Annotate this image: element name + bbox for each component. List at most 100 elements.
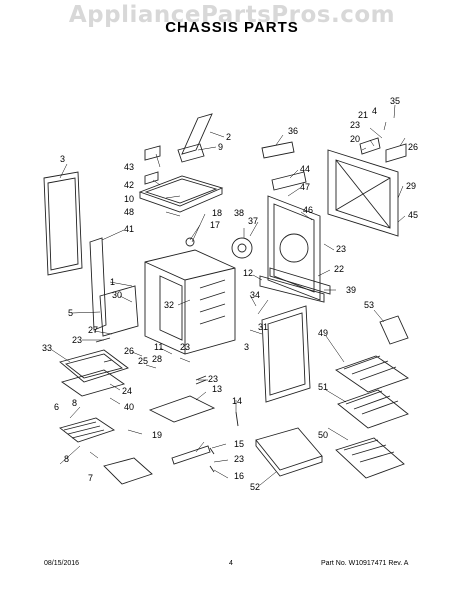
callout-10: 10 — [124, 194, 134, 204]
heat-shield — [103, 457, 153, 485]
callout-20: 20 — [350, 134, 360, 144]
callout-12: 12 — [243, 268, 253, 278]
callout-19: 19 — [152, 430, 162, 440]
callout-45: 45 — [408, 210, 418, 220]
watermark: AppliancePartsPros.com — [68, 2, 396, 28]
bottom-pan — [60, 369, 126, 397]
convection-fan — [231, 237, 253, 259]
callout-15: 15 — [234, 439, 244, 449]
callout-38: 38 — [234, 208, 244, 218]
screws — [95, 337, 239, 473]
callout-23b: 23 — [336, 244, 346, 254]
control-bracket — [177, 113, 213, 163]
back-panel — [327, 149, 399, 237]
bracket-43 — [144, 145, 161, 161]
callout-35: 35 — [390, 96, 400, 106]
callout-43: 43 — [124, 162, 134, 172]
right-side-panel — [261, 305, 311, 403]
callout-22: 22 — [334, 264, 344, 274]
callout-49: 49 — [318, 328, 328, 338]
callout-25: 25 — [138, 356, 148, 366]
callout-37: 37 — [248, 216, 258, 226]
insulation-36 — [261, 141, 295, 159]
callout-46: 46 — [303, 205, 313, 215]
oven-cavity — [144, 249, 236, 355]
callout-34: 34 — [250, 290, 260, 300]
oven-rack-50 — [335, 437, 405, 479]
storage-drawer — [255, 427, 323, 477]
rear-panel — [267, 195, 321, 301]
bottom-tray — [148, 395, 216, 423]
callout-3b: 3 — [244, 342, 249, 352]
callout-14: 14 — [232, 396, 242, 406]
callout-26: 26 — [408, 142, 418, 152]
bake-element — [59, 417, 116, 443]
callout-27: 27 — [88, 325, 98, 335]
footer-part-number: Part No. W10917471 Rev. A — [321, 560, 409, 567]
page-title: CHASSIS PARTS — [165, 19, 299, 36]
callout-48: 48 — [124, 207, 134, 217]
callout-2: 2 — [226, 132, 231, 142]
callout-5: 5 — [68, 308, 73, 318]
callout-47: 47 — [300, 182, 310, 192]
kick-plate — [259, 275, 325, 303]
footer-date: 08/15/2016 — [44, 560, 80, 567]
callout-44: 44 — [300, 164, 310, 174]
callout-17: 17 — [210, 220, 220, 230]
callout-4: 4 — [372, 106, 377, 116]
callout-23e: 23 — [208, 374, 218, 384]
callout-23f: 23 — [234, 454, 244, 464]
callout-26b: 26 — [124, 346, 134, 356]
front-frame — [89, 237, 107, 331]
callout-7: 7 — [88, 473, 93, 483]
footer-page-number: 4 — [229, 560, 233, 567]
callout-40: 40 — [124, 402, 134, 412]
callout-13: 13 — [212, 384, 222, 394]
callout-21: 21 — [358, 110, 368, 120]
callout-51: 51 — [318, 382, 328, 392]
callout-8b: 8 — [64, 454, 69, 464]
leader-lines — [51, 104, 406, 486]
oven-rack-51 — [337, 389, 409, 429]
callout-42: 42 — [124, 180, 134, 190]
bracket-20 — [359, 137, 381, 155]
callout-11: 11 — [154, 342, 163, 352]
callout-1: 1 — [110, 277, 115, 287]
door-gasket — [99, 285, 139, 337]
burner-bar — [171, 445, 211, 465]
callout-32: 32 — [164, 300, 174, 310]
callout-6: 6 — [54, 402, 59, 412]
callout-23: 23 — [350, 120, 360, 130]
callout-41: 41 — [124, 224, 134, 234]
callout-3: 3 — [60, 154, 65, 164]
callout-8a: 8 — [72, 398, 77, 408]
oven-rack-49 — [335, 355, 409, 393]
callout-16: 16 — [234, 471, 244, 481]
callout-labels: 3 2 9 43 42 10 48 41 18 17 38 37 36 44 4… — [42, 96, 418, 492]
bracket-26 — [385, 143, 407, 163]
thermostat-17 — [185, 237, 195, 247]
callout-23d: 23 — [180, 342, 190, 352]
callout-52: 52 — [250, 482, 260, 492]
callout-23c: 23 — [72, 335, 82, 345]
broil-drawer — [59, 349, 129, 383]
callout-36: 36 — [288, 126, 298, 136]
callout-30: 30 — [112, 290, 122, 300]
callout-53: 53 — [364, 300, 374, 310]
callout-28: 28 — [152, 354, 162, 364]
callout-50: 50 — [318, 430, 328, 440]
callout-9: 9 — [218, 142, 223, 152]
bracket-22 — [269, 267, 331, 295]
left-side-panel — [43, 171, 83, 276]
callout-24: 24 — [122, 386, 132, 396]
rack-accessory — [379, 315, 409, 345]
callout-29: 29 — [406, 181, 416, 191]
cooktop — [138, 175, 224, 213]
callout-31: 31 — [258, 322, 268, 332]
callout-18: 18 — [212, 208, 222, 218]
callout-39: 39 — [346, 285, 356, 295]
callout-33: 33 — [42, 343, 52, 353]
bracket-42 — [144, 171, 159, 185]
